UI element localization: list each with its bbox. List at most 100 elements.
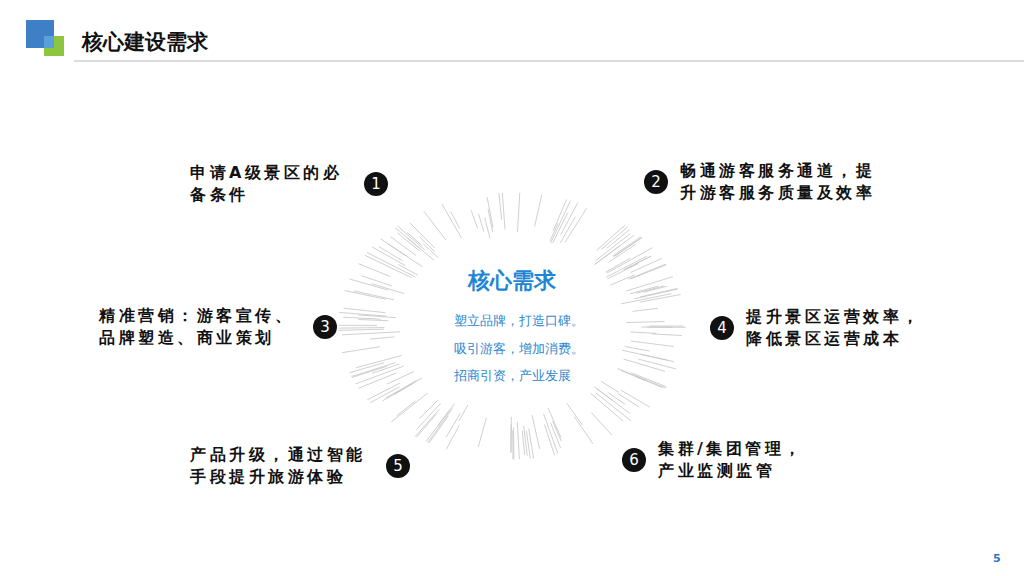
item-text: 集群/集团管理，产业监测监管 <box>658 438 810 482</box>
burst-stroke <box>621 390 650 407</box>
logo-square <box>44 36 54 48</box>
burst-stroke <box>415 409 439 436</box>
burst-stroke <box>511 417 512 453</box>
burst-stroke <box>635 376 662 387</box>
item-text: 精准营销：游客宣传、品牌塑造、商业策划 <box>99 305 301 349</box>
burst-stroke <box>596 393 631 421</box>
burst-stroke <box>352 366 387 377</box>
burst-stroke <box>512 430 513 459</box>
burst-stroke <box>636 286 664 293</box>
slide-title: 核心建设需求 <box>82 28 208 56</box>
burst-stroke <box>553 199 567 230</box>
burst-stroke <box>358 319 388 320</box>
burst-stroke <box>342 347 380 353</box>
callout-number: 3 <box>313 315 337 339</box>
burst-stroke <box>379 247 403 261</box>
callout-number: 1 <box>364 172 388 196</box>
core-point: 吸引游客，增加消费。 <box>454 340 584 358</box>
burst-stroke <box>535 195 542 227</box>
burst-stroke <box>365 255 412 277</box>
numbered-item: 3 精准营销：游客宣传、品牌塑造、商业策划 <box>99 305 337 349</box>
burst-stroke <box>420 237 435 251</box>
burst-stroke <box>345 291 386 300</box>
burst-stroke <box>591 413 612 435</box>
burst-stroke <box>419 400 437 418</box>
burst-stroke <box>640 294 680 302</box>
burst-stroke <box>631 265 666 279</box>
burst-stroke <box>446 413 460 437</box>
burst-stroke <box>502 193 505 230</box>
burst-stroke <box>417 403 441 429</box>
burst-stroke <box>597 225 626 251</box>
burst-stroke <box>630 286 658 294</box>
burst-stroke <box>338 329 384 330</box>
core-point: 招商引资，产业发展 <box>454 367 571 385</box>
burst-stroke <box>517 193 519 232</box>
callout-number: 6 <box>622 448 646 472</box>
burst-stroke <box>628 264 665 279</box>
item-text: 申请A级景区的必备条件 <box>190 162 352 206</box>
item-text: 畅通游客服务通道，提升游客服务质量及效率 <box>680 160 882 204</box>
burst-stroke <box>367 383 400 400</box>
burst-stroke <box>548 408 561 438</box>
numbered-item: 2畅通游客服务通道，提升游客服务质量及效率 <box>644 160 882 204</box>
numbered-item: 6 集群/集团管理，产业监测监管 <box>622 438 810 482</box>
burst-stroke <box>446 425 459 449</box>
burst-stroke <box>451 212 460 229</box>
burst-stroke <box>487 197 493 227</box>
burst-stroke <box>640 354 674 361</box>
burst-stroke <box>631 258 662 272</box>
burst-stroke <box>339 312 386 316</box>
numbered-item: 4提升景区运营效率，降低景区运营成本 <box>710 306 928 350</box>
burst-stroke <box>459 405 468 421</box>
burst-stroke <box>371 284 404 294</box>
page-number: 5 <box>993 552 1001 565</box>
burst-stroke <box>524 426 528 456</box>
burst-stroke <box>609 244 636 262</box>
callout-number: 4 <box>710 316 734 340</box>
burst-stroke <box>517 422 519 459</box>
burst-stroke <box>596 234 631 261</box>
burst-stroke <box>595 235 634 264</box>
burst-stroke <box>442 204 462 238</box>
burst-stroke <box>606 256 647 277</box>
burst-stroke <box>550 223 558 241</box>
logo-square <box>26 20 54 48</box>
burst-stroke <box>544 414 558 454</box>
callout-number: 5 <box>386 454 410 478</box>
burst-stroke <box>354 291 394 300</box>
burst-stroke <box>631 332 656 333</box>
burst-stroke <box>631 373 667 387</box>
burst-stroke <box>513 428 514 460</box>
burst-stroke <box>372 247 405 266</box>
burst-stroke <box>387 372 414 385</box>
burst-stroke <box>624 256 652 270</box>
header-rule <box>74 61 1024 62</box>
burst-stroke <box>338 325 377 326</box>
numbered-item: 1 申请A级景区的必备条件 <box>190 162 388 206</box>
logo-square <box>44 36 64 56</box>
burst-stroke <box>338 327 384 329</box>
burst-stroke <box>626 256 651 269</box>
burst-stroke <box>625 346 650 351</box>
burst-stroke <box>647 327 685 328</box>
burst-stroke <box>372 364 399 373</box>
burst-stroke <box>551 423 561 448</box>
burst-stroke <box>631 341 674 346</box>
burst-stroke <box>621 294 672 304</box>
burst-stroke <box>561 203 578 235</box>
core-point: 塑立品牌，打造口碑。 <box>454 312 584 330</box>
numbered-item: 5产品升级，通过智能手段提升旅游体验 <box>190 444 410 488</box>
core-heading: 核心需求 <box>0 266 1024 296</box>
burst-stroke <box>370 387 400 403</box>
burst-stroke <box>471 210 477 228</box>
burst-stroke <box>634 289 678 299</box>
burst-stroke <box>594 387 612 401</box>
burst-stroke <box>479 214 484 232</box>
burst-stroke <box>595 246 620 264</box>
burst-stroke <box>410 223 435 248</box>
burst-stroke <box>391 393 427 422</box>
burst-stroke <box>618 369 666 388</box>
burst-stroke <box>423 243 439 257</box>
burst-stroke <box>618 394 639 408</box>
